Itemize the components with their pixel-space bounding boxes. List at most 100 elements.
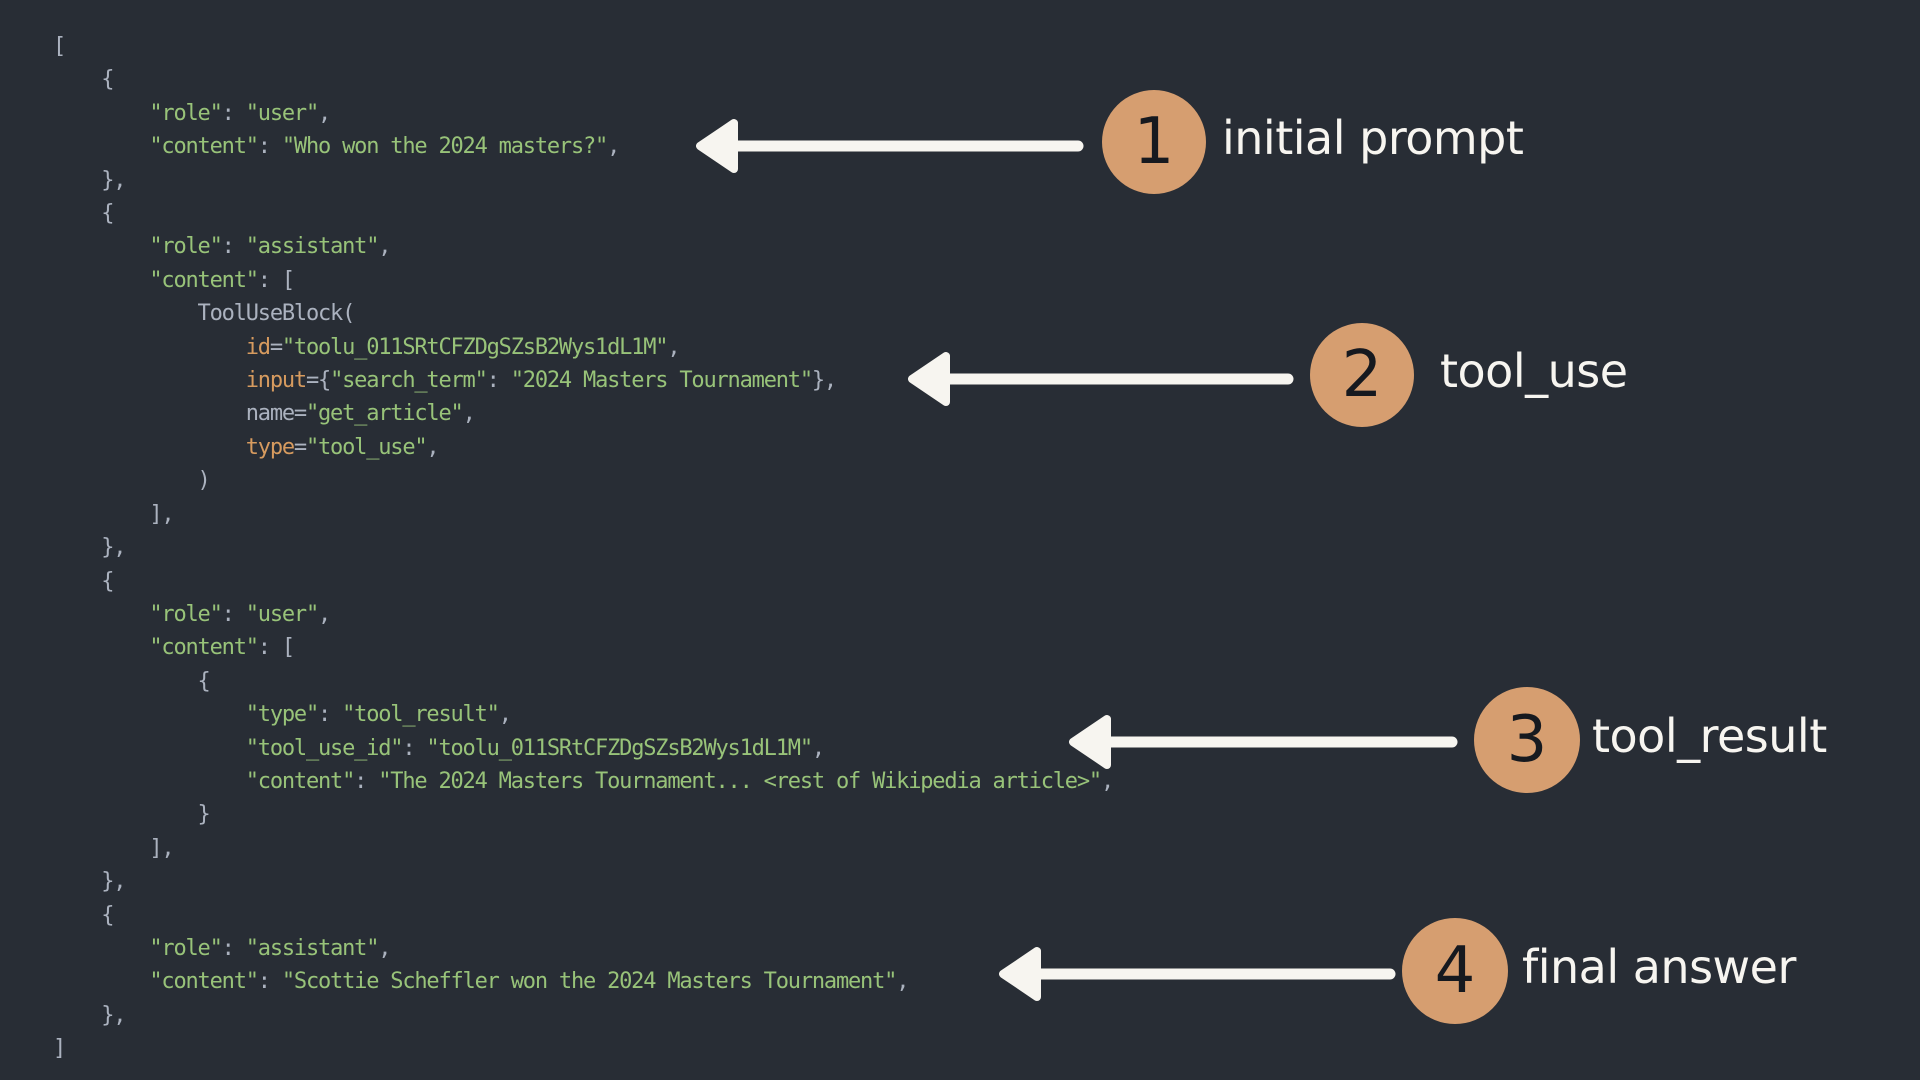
code-token: : bbox=[354, 768, 379, 794]
code-token: : [ bbox=[257, 267, 295, 293]
code-token: , bbox=[318, 601, 331, 627]
code-token: = bbox=[293, 401, 307, 427]
code-token: ={ bbox=[305, 368, 331, 394]
code-token: "content" bbox=[245, 768, 356, 794]
code-token: : bbox=[318, 702, 343, 728]
annotation-number-3: 3 bbox=[1506, 703, 1548, 777]
code-token: "content" bbox=[149, 134, 259, 160]
code-token: : bbox=[257, 134, 282, 160]
code-token: "tool_result" bbox=[342, 702, 500, 728]
code-token: "content" bbox=[149, 267, 259, 293]
code-token: : bbox=[221, 234, 246, 260]
code-token: "search_term" bbox=[330, 368, 488, 394]
code-token: }, bbox=[101, 869, 126, 895]
code-line-4: "content": "Who won the 2024 masters?", bbox=[53, 134, 620, 160]
code-token: id bbox=[245, 334, 271, 360]
code-line-24: } bbox=[53, 802, 211, 828]
code-line-28: "role": "assistant", bbox=[53, 935, 391, 961]
code-line-16: }, bbox=[53, 535, 126, 561]
annotation-badge-3: 3 bbox=[1474, 687, 1580, 793]
code-token: } bbox=[197, 802, 211, 828]
code-token: }, bbox=[101, 535, 126, 561]
code-token: "The 2024 Masters Tournament... <rest of… bbox=[378, 768, 1102, 794]
annotation-badge-2: 2 bbox=[1310, 323, 1414, 427]
code-token: = bbox=[269, 334, 283, 360]
code-token: , bbox=[318, 100, 331, 126]
code-token: "user" bbox=[245, 100, 319, 126]
code-token: , bbox=[378, 935, 391, 961]
code-token: "assistant" bbox=[245, 234, 380, 260]
code-token: { bbox=[101, 568, 114, 594]
code-token: "role" bbox=[149, 100, 222, 126]
code-token: : [ bbox=[257, 635, 295, 661]
code-line-19: "content": [ bbox=[53, 635, 295, 661]
code-token: ) bbox=[197, 468, 211, 494]
code-token: ], bbox=[149, 835, 174, 861]
code-token: , bbox=[896, 969, 909, 995]
code-token: ToolUseBlock( bbox=[197, 301, 356, 327]
code-line-22: "tool_use_id": "toolu_011SRtCFZDgSZsB2Wy… bbox=[53, 735, 825, 761]
code-line-7: "role": "assistant", bbox=[53, 234, 391, 260]
code-line-18: "role": "user", bbox=[53, 601, 331, 627]
code-token: : bbox=[257, 969, 282, 995]
annotation-label-1: initial prompt bbox=[1222, 111, 1524, 165]
code-token: "role" bbox=[149, 935, 222, 961]
code-token: type bbox=[245, 434, 295, 460]
code-line-2: { bbox=[53, 67, 114, 92]
code-token: "content" bbox=[149, 969, 259, 995]
code-line-25: ], bbox=[53, 835, 174, 861]
code-block: [ { "role": "user", "content": "Who won … bbox=[53, 30, 1114, 1066]
annotation-number-1: 1 bbox=[1133, 105, 1175, 179]
code-token: "Scottie Scheffler won the 2024 Masters … bbox=[281, 969, 898, 995]
code-token: , bbox=[462, 401, 476, 427]
code-token: , bbox=[378, 234, 391, 260]
code-token: , bbox=[426, 434, 439, 460]
annotation-number-4: 4 bbox=[1434, 934, 1476, 1008]
code-token: : bbox=[402, 735, 427, 761]
code-token: "user" bbox=[245, 601, 319, 627]
code-token: , bbox=[1100, 768, 1114, 794]
annotation-number-2: 2 bbox=[1341, 338, 1383, 412]
code-line-29: "content": "Scottie Scheffler won the 20… bbox=[53, 969, 909, 995]
code-line-21: "type": "tool_result", bbox=[53, 702, 512, 728]
code-line-12: name="get_article", bbox=[53, 401, 476, 427]
code-token: : bbox=[221, 601, 246, 627]
code-token: { bbox=[101, 902, 114, 928]
code-token: "Who won the 2024 masters?" bbox=[281, 134, 608, 160]
code-line-31: ] bbox=[53, 1036, 66, 1062]
code-token: "role" bbox=[149, 601, 222, 627]
code-token: }, bbox=[101, 167, 126, 193]
annotation-badge-1: 1 bbox=[1102, 90, 1206, 194]
code-token: }, bbox=[811, 368, 837, 394]
code-line-1: [ bbox=[53, 34, 66, 59]
code-line-8: "content": [ bbox=[53, 267, 295, 293]
code-token: "tool_use_id" bbox=[245, 735, 404, 761]
code-token: name bbox=[245, 401, 295, 427]
code-token: , bbox=[667, 334, 680, 360]
code-line-5: }, bbox=[53, 167, 126, 193]
code-token: "assistant" bbox=[245, 935, 380, 961]
code-token: input bbox=[245, 368, 307, 394]
code-token: "2024 Masters Tournament" bbox=[510, 368, 813, 394]
annotation-badge-4: 4 bbox=[1402, 918, 1508, 1024]
code-line-17: { bbox=[53, 568, 114, 594]
code-line-23: "content": "The 2024 Masters Tournament.… bbox=[53, 768, 1114, 794]
code-token: { bbox=[101, 201, 114, 227]
code-line-30: }, bbox=[53, 1003, 126, 1028]
code-line-15: ], bbox=[53, 502, 174, 527]
annotation-label-2: tool_use bbox=[1440, 344, 1628, 398]
code-token: , bbox=[498, 702, 512, 728]
code-token: ] bbox=[53, 1036, 66, 1062]
code-token: { bbox=[197, 668, 211, 694]
code-line-9: ToolUseBlock( bbox=[53, 301, 356, 327]
code-token: "tool_use" bbox=[305, 434, 428, 460]
code-token: : bbox=[221, 935, 246, 961]
code-token: "type" bbox=[245, 702, 319, 728]
code-line-27: { bbox=[53, 902, 114, 928]
code-token: : bbox=[486, 368, 511, 394]
code-token: "content" bbox=[149, 635, 259, 661]
annotation-label-4: final answer bbox=[1522, 940, 1796, 994]
code-token: "toolu_011SRtCFZDgSZsB2Wys1dL1M" bbox=[426, 735, 813, 761]
code-token: = bbox=[293, 434, 307, 460]
